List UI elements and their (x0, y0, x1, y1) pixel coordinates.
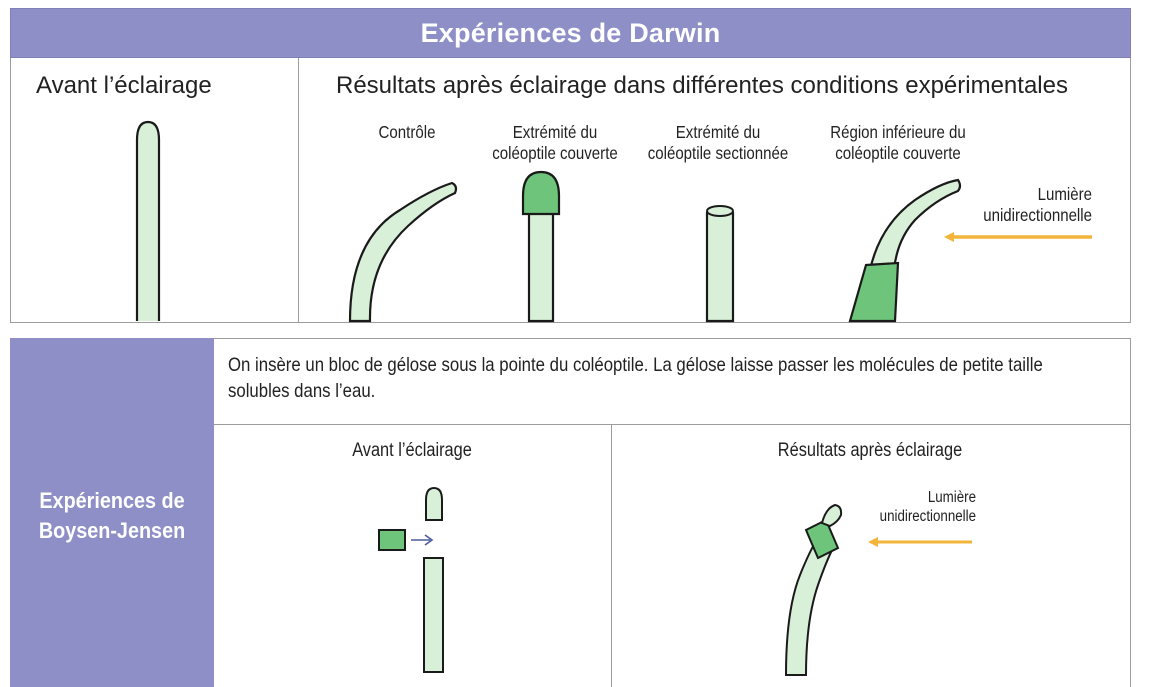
tip-result (820, 503, 843, 528)
darwin-panel (10, 58, 1131, 323)
light-label-line: Lumière (1037, 184, 1092, 204)
opaque-sleeve (848, 261, 900, 323)
condition-label-line: Extrémité du (675, 122, 761, 142)
coleoptile-tip-covered (527, 208, 555, 323)
darwin-column-divider (298, 58, 299, 323)
condition-label-tip-covered: Extrémité du coléoptile couverte (482, 122, 628, 164)
boysen-panel (214, 338, 1131, 687)
boysen-before-heading: Avant l’éclairage (352, 440, 472, 461)
agar-block-result (804, 518, 840, 560)
boysen-column-divider (611, 424, 612, 687)
coleoptile-control (348, 181, 458, 323)
condition-label-line: coléoptile sectionnée (647, 143, 789, 163)
darwin-title: Expériences de Darwin (420, 17, 721, 48)
boysen-row-divider (214, 424, 1131, 425)
boysen-description: On insère un bloc de gélose sous la poin… (228, 352, 1114, 404)
coleoptile-before (135, 120, 161, 321)
insert-arrowhead (424, 534, 434, 546)
agar-block (378, 529, 406, 551)
boysen-description-line: solubles dans l’eau. (228, 380, 376, 402)
boysen-side-title: Expériences de Boysen-Jensen (20, 486, 204, 546)
condition-label-tip-cut: Extrémité du coléoptile sectionnée (641, 122, 796, 164)
darwin-light-label: Lumière unidirectionnelle (978, 184, 1092, 226)
detached-tip (425, 486, 443, 521)
condition-label-line: Contrôle (378, 122, 436, 142)
light-label-line: Lumière (927, 489, 976, 506)
darwin-before-heading: Avant l’éclairage (36, 72, 212, 99)
coleoptile-stump (423, 557, 444, 673)
coleoptile-result (784, 536, 835, 676)
condition-label-line: Extrémité du (512, 122, 598, 142)
condition-label-control: Contrôle (360, 122, 455, 143)
boysen-description-line: On insère un bloc de gélose sous la poin… (228, 354, 1043, 376)
boysen-light-label: Lumière unidirectionnelle (861, 488, 976, 526)
darwin-results-heading: Résultats après éclairage dans différent… (336, 72, 1068, 99)
condition-label-line: coléoptile couverte (835, 143, 961, 163)
boysen-results-heading: Résultats après éclairage (777, 440, 963, 461)
boysen-side-bar: Expériences de Boysen-Jensen (10, 338, 214, 687)
condition-label-line: Région inférieure du (830, 122, 966, 142)
boysen-side-title-line: Expériences de (39, 488, 185, 513)
coleoptile-tip-cut (705, 212, 735, 323)
coleoptile-base-covered (868, 178, 962, 272)
condition-label-line: coléoptile couverte (492, 143, 618, 163)
boysen-side-title-line: Boysen-Jensen (38, 518, 186, 543)
condition-label-base-covered: Région inférieure du coléoptile couverte (821, 122, 976, 164)
opaque-cap (521, 170, 561, 216)
darwin-header-bar: Expériences de Darwin (10, 8, 1131, 58)
light-label-line: unidirectionnelle (879, 508, 976, 525)
cut-surface (706, 205, 734, 217)
light-label-line: unidirectionnelle (983, 205, 1092, 225)
